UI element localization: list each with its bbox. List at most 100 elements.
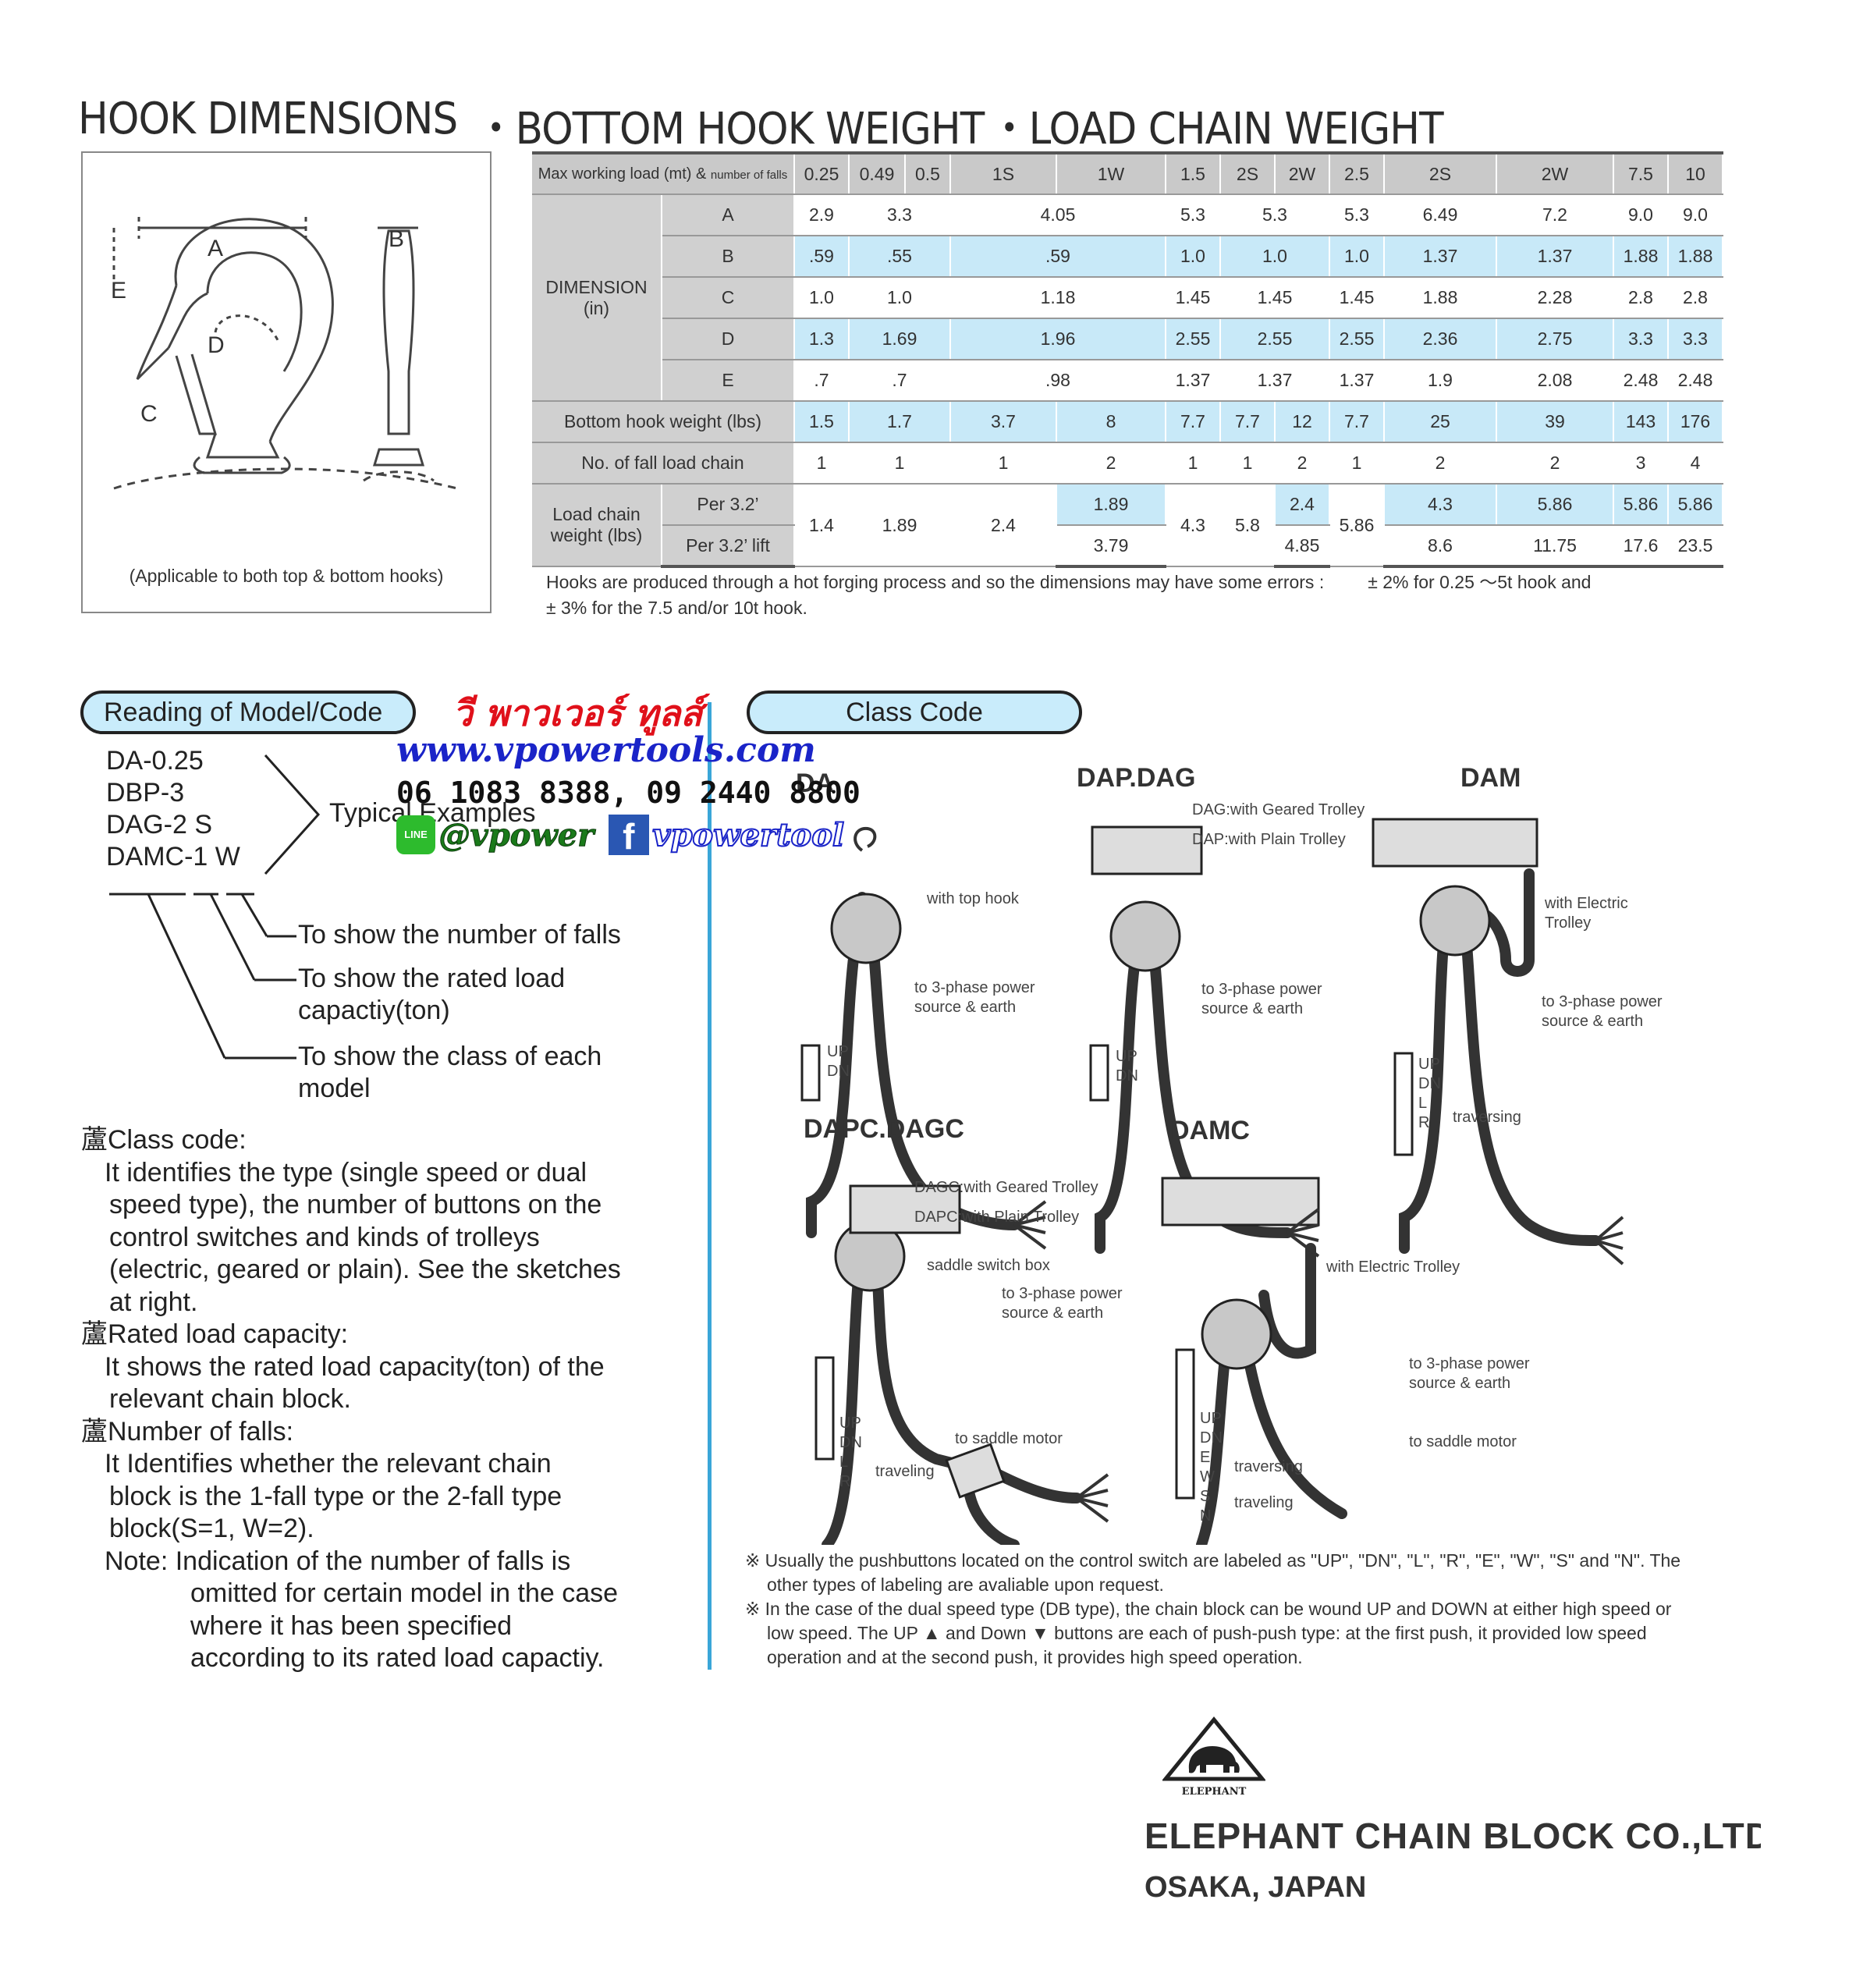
table-note-1: Hooks are produced through a hot forging…	[546, 572, 1325, 592]
table-cell: 7.7	[1166, 401, 1221, 443]
definition-title: Rated load capacity:	[108, 1319, 349, 1349]
load-chain-weight-heading: ・LOAD CHAIN WEIGHT	[989, 94, 1444, 157]
table-row: E .7 .7 .98 1.37 1.37 1.37 1.9 2.08 2.48…	[532, 360, 1723, 402]
class-code-pill: Class Code	[747, 690, 1082, 734]
e-button-label: E	[1200, 1449, 1211, 1466]
hook-drawing: A B C D E	[111, 217, 458, 490]
class-description-1: To show the class of each	[298, 1042, 602, 1071]
table-cell: .7	[794, 360, 850, 402]
table-cell: 5.86	[1668, 484, 1723, 526]
table-cell: 1.96	[950, 318, 1166, 360]
table-cell: 1.9	[1384, 360, 1497, 402]
class-description-2: model	[298, 1074, 371, 1103]
dam-power-2: source & earth	[1542, 1013, 1644, 1030]
facebook-handle[interactable]: vpowertool	[651, 816, 845, 854]
table-cell: 2.4	[1275, 484, 1330, 526]
damc-power-1: to 3-phase power	[1409, 1355, 1530, 1372]
dap-power-2: source & earth	[1201, 1000, 1304, 1017]
table-cell: 1.45	[1220, 277, 1330, 319]
table-cell: 1.18	[950, 277, 1166, 319]
watermark-url[interactable]: www.vpowertools.com	[396, 730, 816, 770]
label-c: C	[140, 401, 158, 427]
reading-model-pill: Reading of Model/Code	[80, 690, 416, 734]
dam-trolley-2: Trolley	[1545, 914, 1592, 932]
table-cell: 1	[1329, 442, 1385, 485]
table-row: B .59 .55 .59 1.0 1.0 1.0 1.37 1.37 1.88…	[532, 236, 1723, 278]
facebook-icon: f	[608, 815, 649, 857]
header-label: Max working load (mt) &	[538, 165, 707, 183]
bottom-note: ※ Usually the pushbuttons located on the…	[745, 1549, 1681, 1597]
table-cell: 5.8	[1220, 484, 1276, 567]
label-a: A	[208, 236, 223, 261]
table-cell: 7.7	[1329, 401, 1385, 443]
table-cell: 2.48	[1613, 360, 1669, 402]
table-note: Hooks are produced through a hot forging…	[546, 570, 1716, 621]
table-cell: 1	[849, 442, 951, 485]
spec-table: Max working load (mt) & number of falls …	[532, 151, 1723, 568]
dn-button-label: DN	[1418, 1075, 1441, 1092]
table-cell: 2.9	[794, 194, 850, 236]
table-row: D 1.3 1.69 1.96 2.55 2.55 2.55 2.36 2.75…	[532, 318, 1723, 360]
table-cell: 25	[1384, 401, 1497, 443]
table-cell: 5.86	[1496, 484, 1614, 526]
watermark-phone: 06 1083 8388, 09 2440 8800	[396, 776, 861, 810]
table-cell: .59	[794, 236, 850, 278]
line-icon: LINE	[396, 815, 435, 854]
table-cell: 2.4	[950, 484, 1057, 567]
table-cell: 1.4	[794, 484, 850, 567]
label-e: E	[111, 278, 126, 304]
table-cell: 39	[1496, 401, 1614, 443]
table-cell: 1.37	[1384, 236, 1497, 278]
code-examples: DA-0.25 DBP-3 DAG-2 S DAMC-1 W	[106, 745, 240, 873]
chain-weight-label-1: Load chain	[552, 504, 641, 524]
table-row: No. of fall load chain 1 1 1 2 1 1 2 1 2…	[532, 442, 1723, 485]
table-cell: 5.3	[1329, 194, 1385, 236]
dapc-title: DAPC.DAGC	[804, 1114, 964, 1144]
table-cell: 2.55	[1220, 318, 1330, 360]
table-row: DIMENSION(in) A 2.9 3.3 4.05 5.3 5.3 5.3…	[532, 194, 1723, 402]
line-handle[interactable]: @vpower	[438, 816, 594, 854]
up-button-label: UP	[1116, 1048, 1137, 1065]
note-text: Usually the pushbuttons located on the c…	[765, 1550, 1681, 1595]
damc-title: DAMC	[1170, 1116, 1250, 1145]
table-cell: 2.55	[1166, 318, 1221, 360]
damc-traversing-label: traversing	[1234, 1458, 1303, 1475]
code-example: DA-0.25	[106, 746, 204, 776]
da-power-2: source & earth	[914, 999, 1017, 1016]
definition-line: block is the 1-fall type or the 2-fall t…	[109, 1481, 563, 1511]
r-button-label: R	[839, 1473, 851, 1490]
table-cell: 2.48	[1668, 360, 1723, 402]
definition-rated-load: 蘆Rated load capacity: It shows the rated…	[81, 1319, 674, 1416]
col-header: 2S	[1220, 151, 1276, 195]
table-cell: 2	[1384, 442, 1497, 485]
da-hook-label: with top hook	[927, 890, 1019, 907]
table-cell: 1.88	[1668, 236, 1723, 278]
table-cell: 8	[1056, 401, 1166, 443]
definition-line: It identifies the type (single speed or …	[105, 1157, 587, 1187]
table-row: Per 3.2’ lift 3.79 4.85 8.6 11.75 17.6 2…	[532, 525, 1723, 568]
bullet-dot: ・	[989, 104, 1030, 154]
company-city: OSAKA, JAPAN	[1145, 1871, 1367, 1904]
dapc-geared-label: DAGC:with Geared Trolley	[914, 1179, 1098, 1196]
col-header: 1.5	[1166, 151, 1221, 195]
table-cell: .7	[849, 360, 951, 402]
header-label-cell: Max working load (mt) & number of falls	[532, 151, 795, 195]
table-note-2: ± 2% for 0.25 ～5t hook and	[1368, 572, 1592, 592]
dimension-unit: (in)	[583, 297, 610, 318]
dam-traversing-label: traversing	[1453, 1109, 1521, 1126]
table-cell: 11.75	[1496, 525, 1614, 568]
table-cell: 1.37	[1220, 360, 1330, 402]
definition-line: control switches and kinds of trolleys	[109, 1222, 540, 1252]
table-cell: 5.86	[1329, 484, 1385, 567]
damc-traveling-label: traveling	[1234, 1494, 1294, 1511]
table-cell: 5.3	[1220, 194, 1330, 236]
l-button-label: L	[1418, 1095, 1428, 1112]
damc-saddle-motor-label: to saddle motor	[1409, 1433, 1517, 1450]
